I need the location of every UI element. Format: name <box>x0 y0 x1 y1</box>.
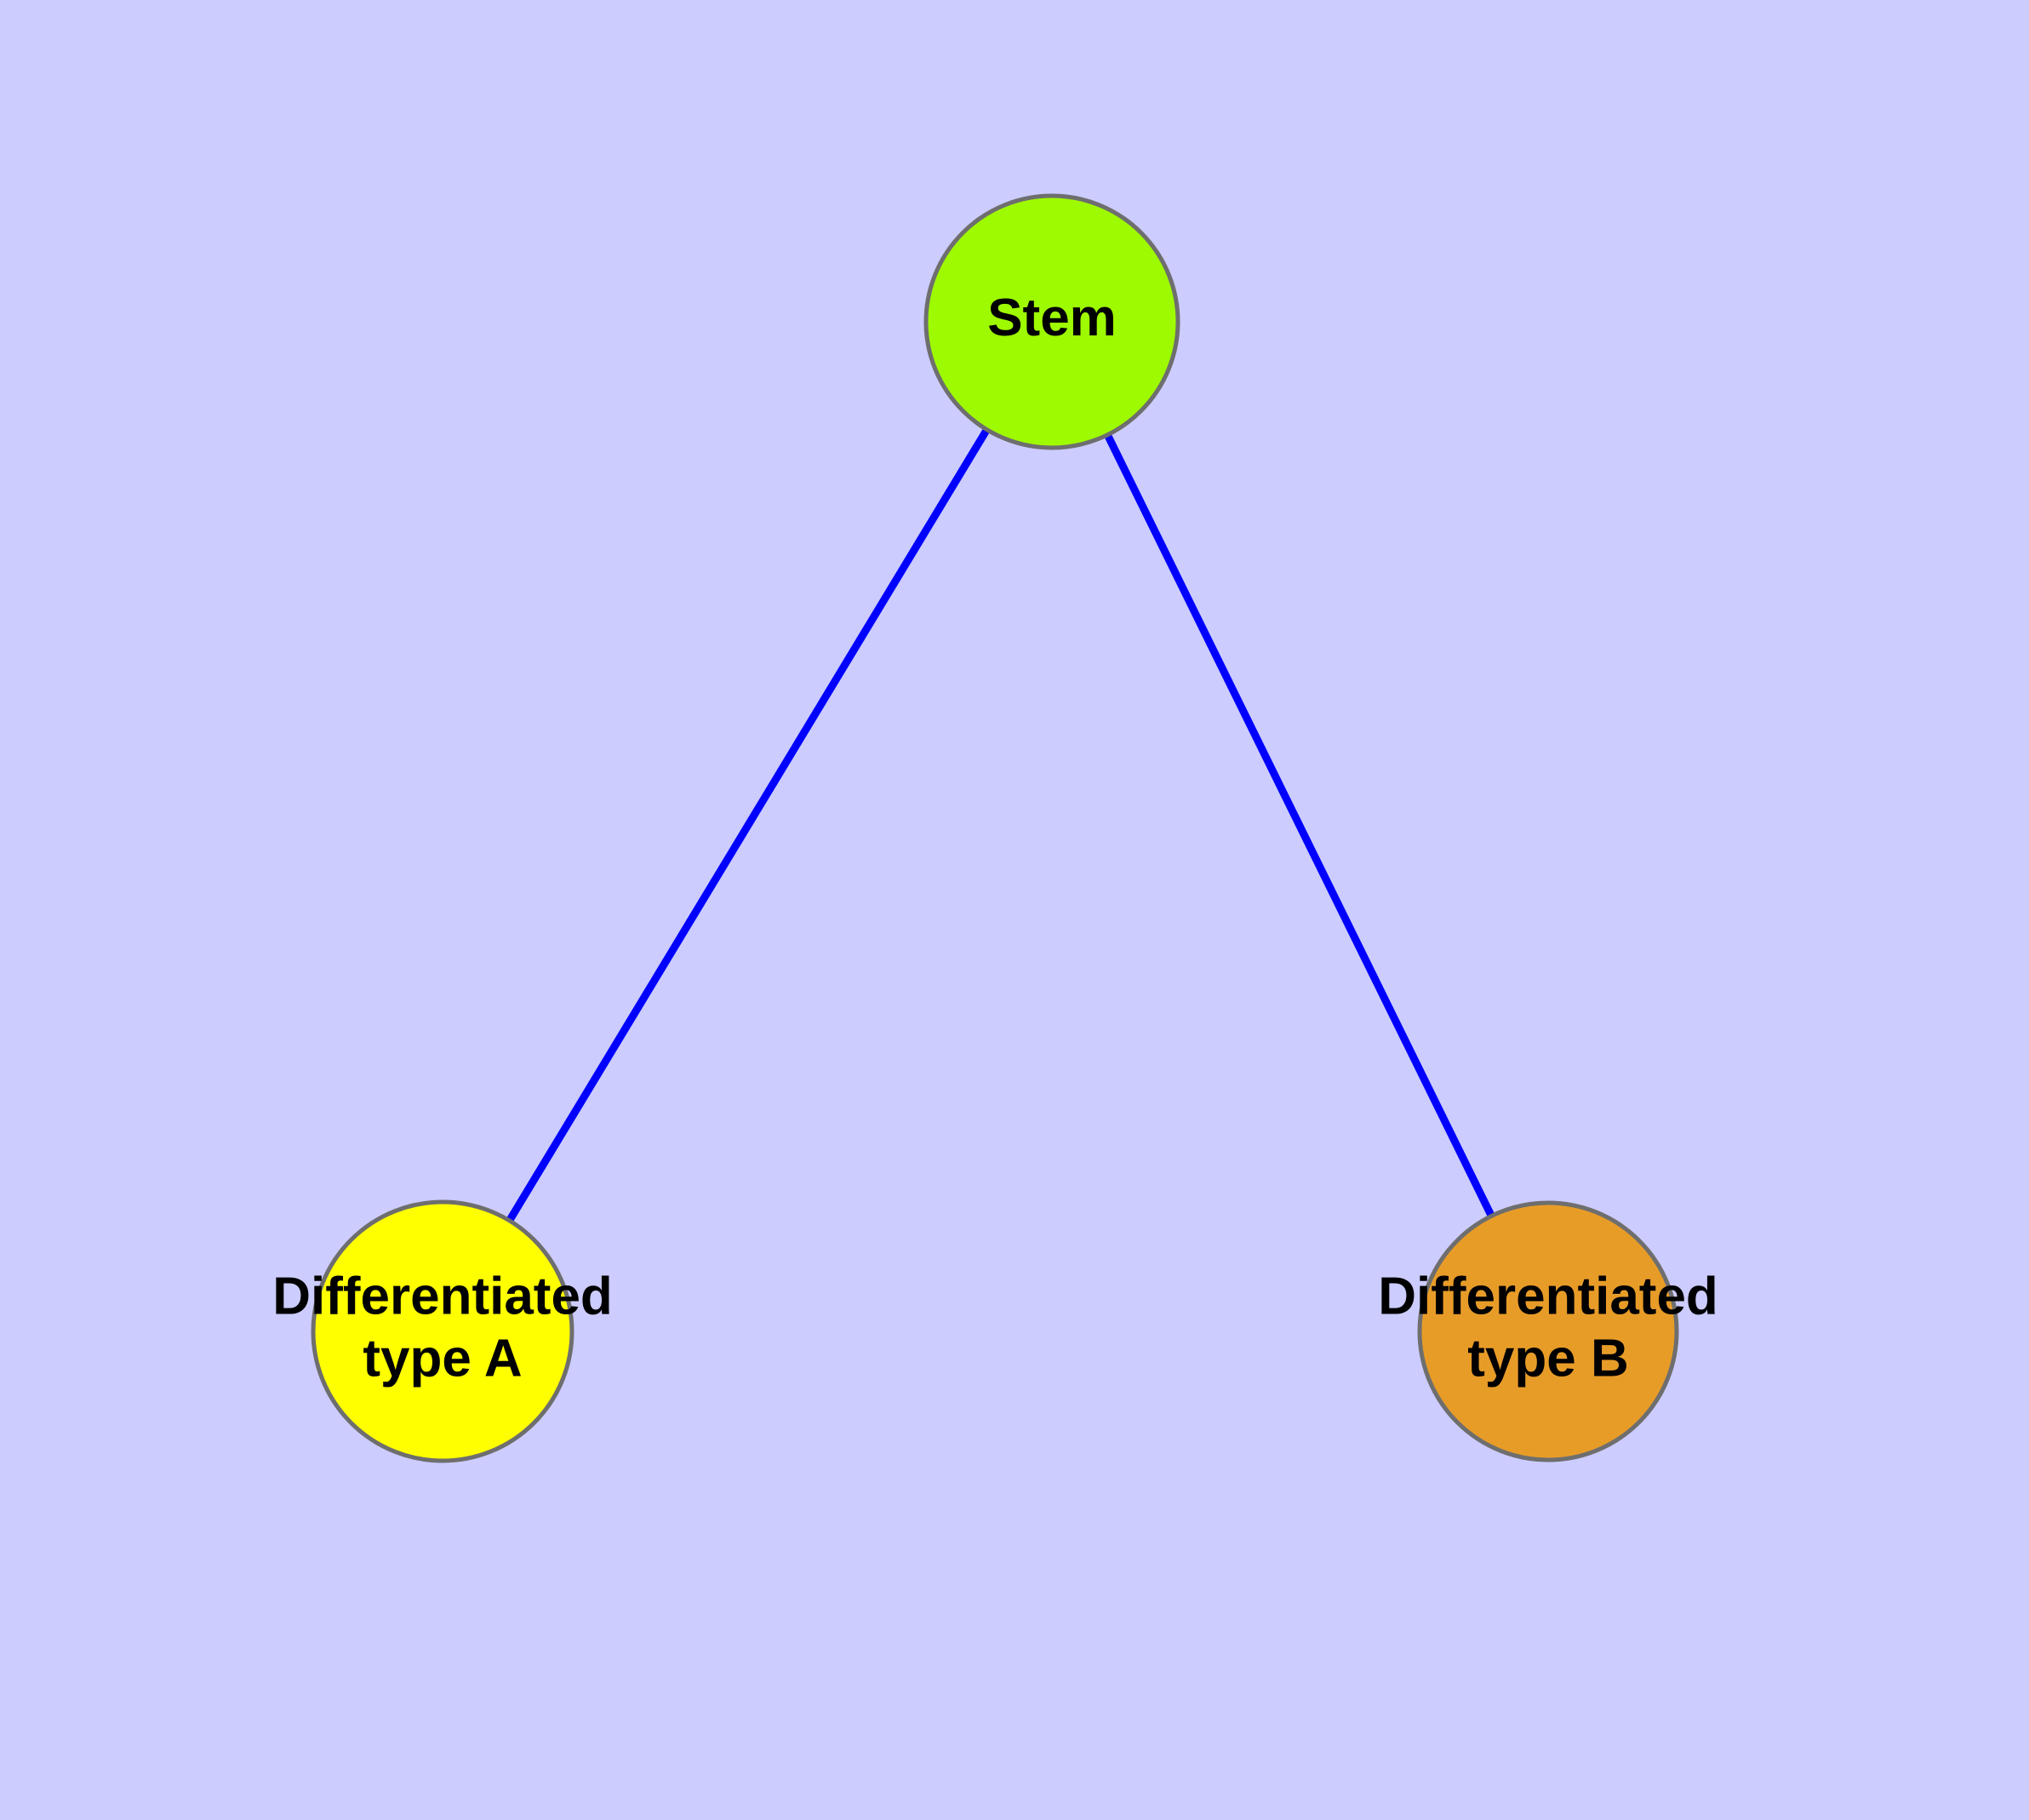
graph-edge-stem-to-diff-b[interactable] <box>1103 432 1496 1220</box>
graph-node-diff-a[interactable] <box>311 1199 574 1463</box>
graph-node-label-line: Stem <box>987 289 1117 347</box>
graph-node-label-line: Differentiated <box>1378 1268 1718 1326</box>
edge-layer <box>505 426 1496 1224</box>
graph-node-label-line: type B <box>1467 1330 1628 1388</box>
graph-node-stem[interactable] <box>923 193 1180 450</box>
graph-node-label-stem: Stem <box>987 289 1117 347</box>
graph-node-label-line: type A <box>363 1330 522 1388</box>
graph-node-diff-b[interactable] <box>1417 1200 1679 1462</box>
graph-node-label-line: Differentiated <box>272 1268 613 1326</box>
node-layer <box>311 193 1679 1463</box>
graph-edge-stem-to-diff-a[interactable] <box>505 426 992 1224</box>
